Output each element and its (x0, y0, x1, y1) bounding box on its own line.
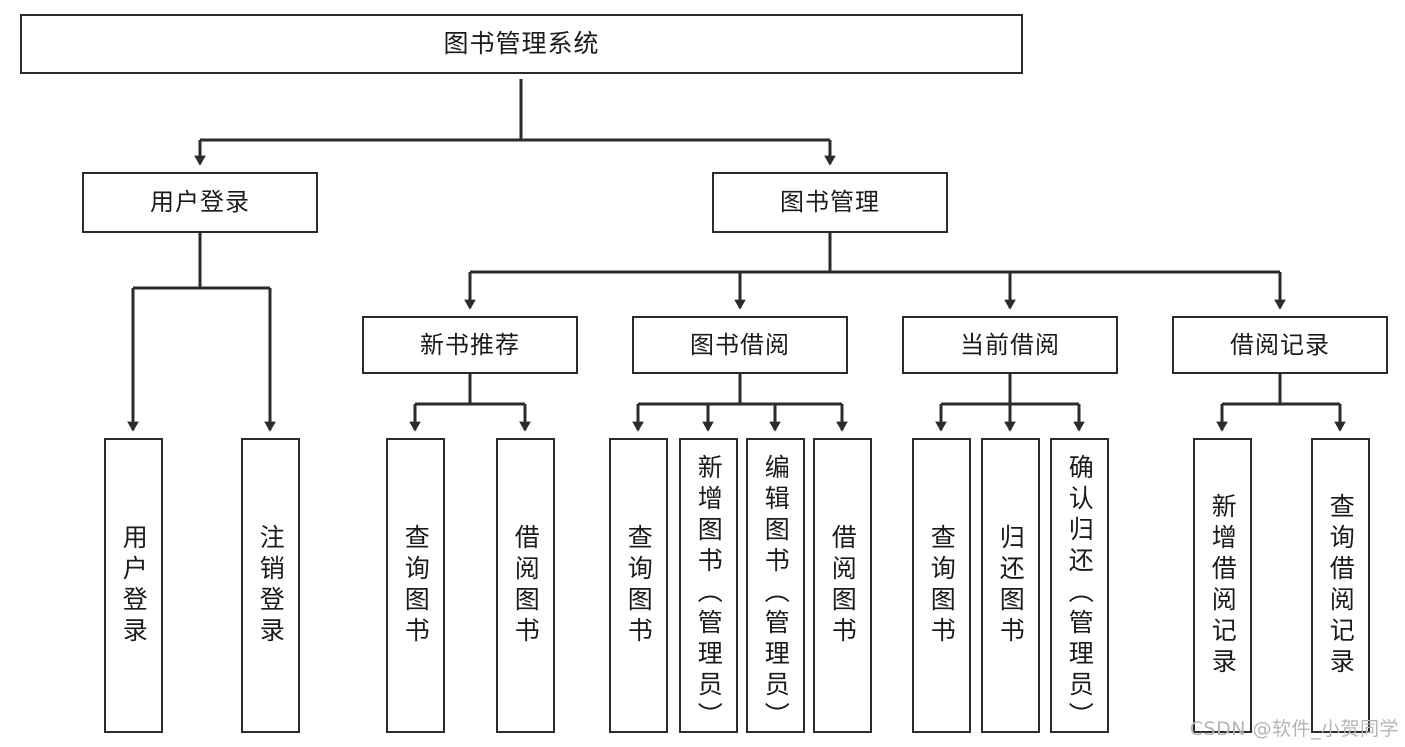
node-book-management[interactable]: 图书管理 (712, 172, 948, 233)
node-label: 新书推荐 (420, 330, 520, 359)
leaf-borrow-book[interactable]: 借阅图书 (813, 438, 872, 733)
node-borrow-record[interactable]: 借阅记录 (1172, 316, 1388, 374)
leaf-edit-book-admin[interactable]: 编辑图书（管理员） (746, 438, 805, 733)
leaf-query-borrow-record[interactable]: 查询借阅记录 (1311, 438, 1370, 733)
node-label: 用户登录 (119, 523, 149, 648)
node-label: 注销登录 (256, 523, 286, 648)
leaf-add-borrow-record[interactable]: 新增借阅记录 (1193, 438, 1252, 733)
node-label: 借阅图书 (511, 523, 541, 648)
leaf-query-book-borrow[interactable]: 查询图书 (609, 438, 668, 733)
node-label: 归还图书 (996, 523, 1026, 648)
node-root-system[interactable]: 图书管理系统 (20, 14, 1023, 74)
leaf-user-login[interactable]: 用户登录 (104, 438, 163, 733)
leaf-query-book-recommend[interactable]: 查询图书 (386, 438, 445, 733)
node-label: 新增图书（管理员） (694, 454, 724, 733)
leaf-return-book[interactable]: 归还图书 (981, 438, 1040, 733)
leaf-add-book-admin[interactable]: 新增图书（管理员） (679, 438, 738, 733)
node-label: 新增借阅记录 (1208, 492, 1238, 679)
leaf-borrow-book-recommend[interactable]: 借阅图书 (496, 438, 555, 733)
node-label: 查询借阅记录 (1326, 492, 1356, 679)
node-label: 借阅图书 (828, 523, 858, 648)
node-label: 图书管理系统 (443, 29, 600, 59)
leaf-confirm-return-admin[interactable]: 确认归还（管理员） (1050, 438, 1109, 733)
leaf-logout[interactable]: 注销登录 (241, 438, 300, 733)
node-label: 编辑图书（管理员） (761, 454, 791, 733)
node-label: 查询图书 (927, 523, 957, 648)
node-label: 当前借阅 (960, 330, 1060, 359)
node-book-borrow[interactable]: 图书借阅 (632, 316, 848, 374)
node-label: 图书管理 (780, 188, 880, 217)
node-current-borrow[interactable]: 当前借阅 (902, 316, 1118, 374)
node-label: 确认归还（管理员） (1065, 454, 1095, 733)
node-user-login[interactable]: 用户登录 (82, 172, 318, 233)
node-label: 图书借阅 (690, 330, 790, 359)
node-new-book-recommend[interactable]: 新书推荐 (362, 316, 578, 374)
node-label: 用户登录 (150, 188, 250, 217)
node-label: 查询图书 (401, 523, 431, 648)
csdn-watermark: CSDN @软件_小贺同学 (1189, 718, 1399, 740)
node-label: 查询图书 (624, 523, 654, 648)
node-label: 借阅记录 (1230, 330, 1330, 359)
leaf-query-book-current[interactable]: 查询图书 (912, 438, 971, 733)
